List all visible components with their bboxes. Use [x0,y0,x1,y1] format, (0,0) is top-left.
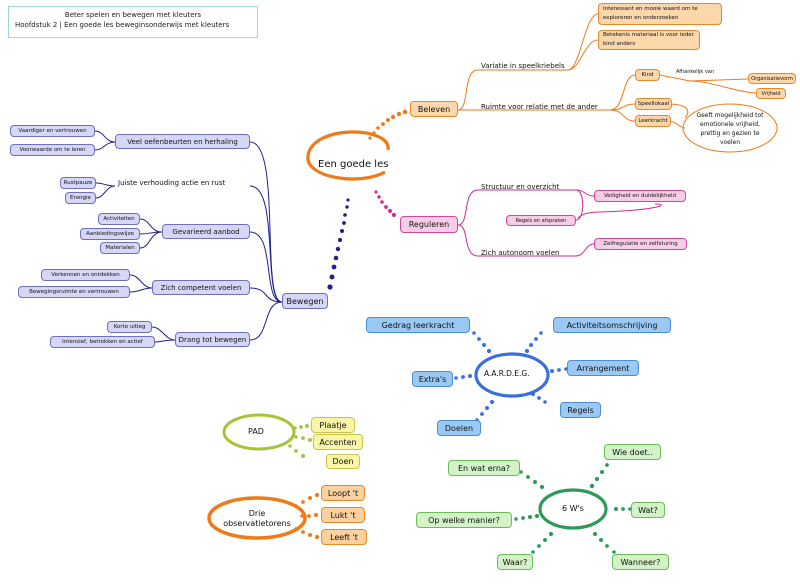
pad-item-doen[interactable]: Doen [326,454,360,469]
node-vrijheid[interactable]: Vrijheid [756,88,786,99]
bewegen-lines [94,130,283,343]
beleven-lines [457,13,757,129]
node-variatie[interactable]: Variatie in speelkriebels [481,62,565,70]
aardeg-item-activiteit[interactable]: Activiteitsomschrijving [553,317,671,333]
aardeg-item-doelen[interactable]: Doelen [437,420,481,436]
node-bewegen[interactable]: Bewegen [282,293,328,309]
node-competent-1[interactable]: Verkennen en ontdekken [41,269,130,281]
pad-item-accenten[interactable]: Accenten [313,434,363,450]
aardeg-item-regels[interactable]: Regels [560,402,601,418]
ws-item-wat-erna[interactable]: En wat erna? [448,460,520,476]
node-veel-1[interactable]: Vaardiger en vertrouwen [10,125,95,137]
ws-ring [538,488,608,530]
node-variatie-1[interactable]: Interessant en mooie waard om te explore… [598,3,722,25]
node-autonoom[interactable]: Zich autonoom voelen [481,249,560,257]
pad-item-plaatje[interactable]: Plaatje [311,417,355,433]
aardeg-label[interactable]: A.A.R.D.E.G. [484,369,530,378]
pad-dots [288,424,312,458]
node-veel[interactable]: Veel oefenbeurten en herhaling [115,134,250,149]
node-zelfregulatie[interactable]: Zelfregulatie en zelfsturing [594,238,687,250]
header-line-1: Beter spelen en bewegen met kleuters [64,11,202,19]
node-speellokaal[interactable]: Speellokaal [635,98,672,110]
center-connectors [327,109,408,290]
aardeg-item-gedrag[interactable]: Gedrag leerkracht [366,317,470,333]
node-kind[interactable]: Kind [635,69,660,81]
center-label[interactable]: Een goede les [318,159,389,170]
ws-item-wat[interactable]: Wat? [631,502,665,518]
node-drang[interactable]: Drang tot bewegen [175,332,250,347]
node-gevarieerd[interactable]: Gevarieerd aanbod [162,224,250,239]
node-drang-1[interactable]: Korte uitleg [107,321,152,333]
node-structuur[interactable]: Structuur en overzicht [481,183,560,191]
node-competent[interactable]: Zich competent voelen [152,280,250,295]
node-ruimte[interactable]: Ruimte voor relatie met de ander [481,103,598,111]
ws-item-wanneer[interactable]: Wanneer? [612,554,669,570]
reguleren-lines [457,189,662,257]
node-veel-2[interactable]: Voorwaarde om te leren [10,144,95,156]
label-afhankelijk: Afhankelijk van [676,69,715,75]
drie-ring [207,496,307,540]
aardeg-ring [474,352,550,398]
node-juiste-2[interactable]: Energie [65,192,96,204]
ws-item-op-welke-manier[interactable]: Op welke manier? [416,512,512,528]
node-regels-afspraken[interactable]: Regels en afspraken [506,215,576,226]
ws-dots [514,456,632,554]
center-ring [306,130,390,181]
aardeg-item-arrangement[interactable]: Arrangement [567,360,639,376]
header-line-2: Hoofdstuk 2 | Een goede les beweginsonde… [15,21,230,29]
node-juiste-1[interactable]: Rustpauze [60,177,96,189]
node-leerkracht[interactable]: Leerkracht [635,115,671,127]
pad-label[interactable]: PAD [248,427,264,436]
node-competent-2[interactable]: Bewegingsruimte en vertrouwen [18,286,130,298]
node-drang-2[interactable]: Intensief, betrokken en actief [50,336,155,348]
aardeg-item-extras[interactable]: Extra's [412,371,453,387]
node-variatie-2[interactable]: Betekenis materiaal is voor ieder kind a… [598,30,700,50]
node-reguleren[interactable]: Reguleren [400,216,458,233]
node-juiste[interactable]: Juiste verhouding actie en rust [118,179,226,187]
drie-item-lukt[interactable]: Lukt 't [321,507,365,523]
drie-item-leeft[interactable]: Leeft 't [321,529,367,545]
node-veiligheid[interactable]: Veiligheid en duidelijkheid [594,190,686,202]
drie-item-loopt[interactable]: Loopt 't [321,485,365,501]
geeft-ellipse [682,103,778,153]
ws-label[interactable]: 6 W's [562,504,584,513]
drie-dots [294,492,320,540]
header-box: Beter spelen en bewegen met kleuters Hoo… [8,6,258,38]
pad-ring [222,413,296,451]
label-geeft: Geeft mogelijkheid tot emotionele vrijhe… [696,112,764,146]
ws-item-wie-doet[interactable]: Wie doet.. [604,444,661,460]
node-beleven[interactable]: Beleven [410,101,458,117]
node-organisatievorm[interactable]: Organisatievorm [748,73,796,84]
node-gevarieerd-2[interactable]: Aanbiedingswijze [80,228,140,240]
ws-item-waar[interactable]: Waar? [497,554,533,570]
node-gevarieerd-1[interactable]: Activiteiten [98,213,140,225]
drie-label[interactable]: Drie observatietorens [223,509,291,528]
node-gevarieerd-3[interactable]: Materialen [100,242,140,254]
